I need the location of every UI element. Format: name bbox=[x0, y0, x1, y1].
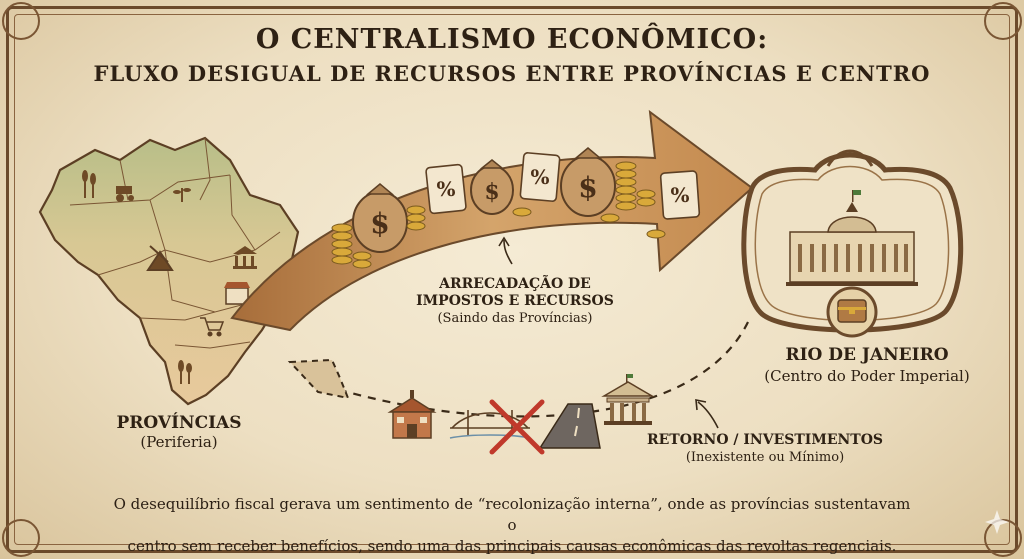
return-arrowhead bbox=[287, 358, 350, 400]
provinces-sub: (Periferia) bbox=[140, 433, 218, 451]
treasure-chest-icon bbox=[826, 286, 878, 338]
corner-ornament-bottom-left bbox=[2, 519, 40, 557]
title-line-2: FLUXO DESIGUAL DE RECURSOS ENTRE PROVÍNC… bbox=[93, 61, 931, 86]
coin-stack-icon bbox=[331, 161, 666, 269]
title-line-1: O CENTRALISMO ECONÔMICO: bbox=[255, 24, 769, 55]
mine-icon bbox=[146, 245, 174, 271]
center-name: RIO DE JANEIRO bbox=[785, 345, 949, 365]
percent-symbol-2: % bbox=[530, 165, 549, 189]
pointer-arrowhead-tax bbox=[498, 236, 510, 247]
center-label: RIO DE JANEIRO (Centro do Poder Imperial… bbox=[752, 345, 982, 386]
cart-icon bbox=[200, 317, 225, 337]
cross-mark-icon bbox=[489, 399, 545, 455]
dollar-symbol-2: $ bbox=[484, 179, 499, 205]
percent-scroll-icon-1 bbox=[425, 163, 467, 215]
road-icon bbox=[538, 403, 601, 449]
percent-scroll-icon-2 bbox=[519, 152, 561, 202]
return-flow-sub: (Inexistente ou Mínimo) bbox=[685, 450, 845, 465]
caption: O desequilíbrio fiscal gerava um sentime… bbox=[110, 494, 914, 557]
provinces-label: PROVÍNCIAS (Periferia) bbox=[104, 413, 254, 451]
sparkle-icon bbox=[985, 510, 1009, 534]
school-icon bbox=[387, 390, 437, 439]
money-bag-icon-3 bbox=[560, 147, 616, 217]
palace-icon bbox=[786, 190, 918, 286]
inner-frame bbox=[14, 14, 1010, 545]
money-bag-icon-1 bbox=[352, 183, 408, 253]
outer-frame bbox=[6, 6, 1018, 553]
dollar-symbol-3: $ bbox=[578, 171, 597, 204]
tractor-icon bbox=[116, 186, 134, 202]
shop-icon bbox=[224, 282, 250, 305]
tax-flow-line2: IMPOSTOS E RECURSOS bbox=[416, 293, 614, 309]
caption-line-1: O desequilíbrio fiscal gerava um sentime… bbox=[113, 495, 911, 534]
wheat-icon-south bbox=[178, 360, 192, 384]
pointer-arrow-tax bbox=[503, 239, 513, 265]
tax-flow-sub: (Saindo das Províncias) bbox=[437, 311, 593, 326]
corner-ornament-top-left bbox=[2, 2, 40, 40]
bank-icon bbox=[601, 374, 655, 425]
percent-scroll-icon-3 bbox=[659, 170, 701, 220]
bank-icon-north bbox=[233, 246, 257, 269]
return-flow-label: RETORNO / INVESTIMENTOS (Inexistente ou … bbox=[640, 431, 890, 467]
pointer-arrow-return bbox=[697, 401, 719, 429]
tax-flow-line1: ARRECADAÇÃO DE bbox=[439, 276, 591, 292]
percent-symbol-3: % bbox=[670, 183, 689, 207]
wheat-icon bbox=[82, 170, 96, 198]
dollar-symbol-1: $ bbox=[370, 207, 389, 240]
center-sub: (Centro do Poder Imperial) bbox=[764, 367, 970, 385]
corner-ornament-top-right bbox=[984, 2, 1022, 40]
pointer-arrowhead-return bbox=[695, 399, 707, 411]
provinces-name: PROVÍNCIAS bbox=[116, 413, 242, 433]
crest-ornament bbox=[826, 149, 874, 167]
return-flow-title: RETORNO / INVESTIMENTOS bbox=[646, 432, 884, 448]
tax-flow-label: ARRECADAÇÃO DE IMPOSTOS E RECURSOS (Sain… bbox=[410, 276, 620, 328]
percent-symbol-1: % bbox=[436, 177, 455, 201]
money-bag-icon-2 bbox=[470, 159, 514, 215]
brazil-map bbox=[38, 136, 300, 406]
caption-line-2: centro sem receber benefícios, sendo uma… bbox=[127, 537, 897, 555]
sprout-icon bbox=[173, 188, 191, 202]
